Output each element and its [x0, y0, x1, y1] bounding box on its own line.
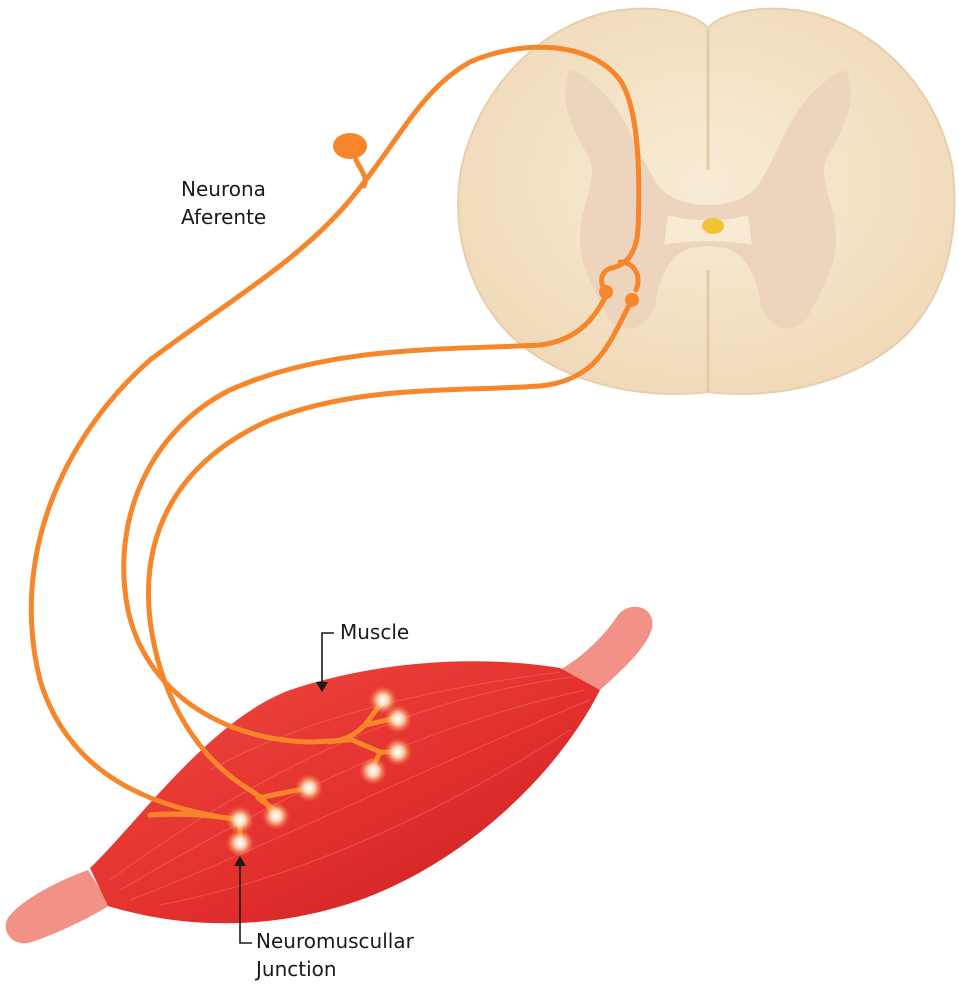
synapse-knob-2: [625, 293, 639, 307]
endplate-glow: [384, 738, 412, 766]
nmj-label-line1: Neuromuscullar: [256, 929, 414, 953]
central-canal: [702, 218, 724, 234]
ganglion-stalk: [353, 157, 368, 189]
dorsal-root-ganglion: [333, 133, 367, 159]
tendon-upper: [560, 606, 653, 690]
terminal-branch-upper: [327, 699, 401, 773]
endplate-glow: [295, 774, 323, 802]
spinal-cord: [457, 7, 956, 395]
muscle-fibers: [109, 671, 591, 906]
afferent-neuron-fiber: [28, 44, 642, 823]
afferent-label-line2: Aferente: [181, 205, 267, 229]
endplate-glow: [226, 829, 254, 857]
pointer-lines: [239, 632, 334, 944]
spinal-cord-gray-matter: [564, 70, 852, 329]
afferent-label-line1: Neurona: [181, 177, 266, 201]
nmj-pointer-arrowhead: [234, 856, 246, 866]
endplate-glow: [359, 757, 387, 785]
neuromuscular-junction-label: Neuromuscullar Junction: [256, 927, 414, 983]
muscle-body: [5, 606, 653, 944]
nmj-label-line2: Junction: [256, 957, 337, 981]
afferent-neuron-label: Neurona Aferente: [181, 175, 266, 231]
nerve-fibers: [28, 44, 642, 845]
motor-endplates: [226, 686, 412, 857]
spinal-cord-white-matter: [457, 7, 956, 395]
muscle-pointer: [321, 632, 334, 685]
muscle-belly: [90, 661, 600, 924]
efferent-fiber-upper: [121, 289, 611, 745]
efferent-fiber-lower: [146, 297, 635, 801]
endplate-glow: [226, 806, 254, 834]
muscle-pointer-arrowhead: [316, 682, 328, 692]
endplate-glow: [384, 705, 412, 733]
endplate-glow: [262, 802, 290, 830]
nmj-pointer: [239, 862, 252, 944]
muscle-label: Muscle: [340, 618, 409, 646]
synapse-knob-1: [599, 285, 613, 299]
tendon-lower: [5, 870, 110, 944]
muscle-label-text: Muscle: [340, 620, 410, 644]
endplate-glow: [369, 686, 397, 714]
